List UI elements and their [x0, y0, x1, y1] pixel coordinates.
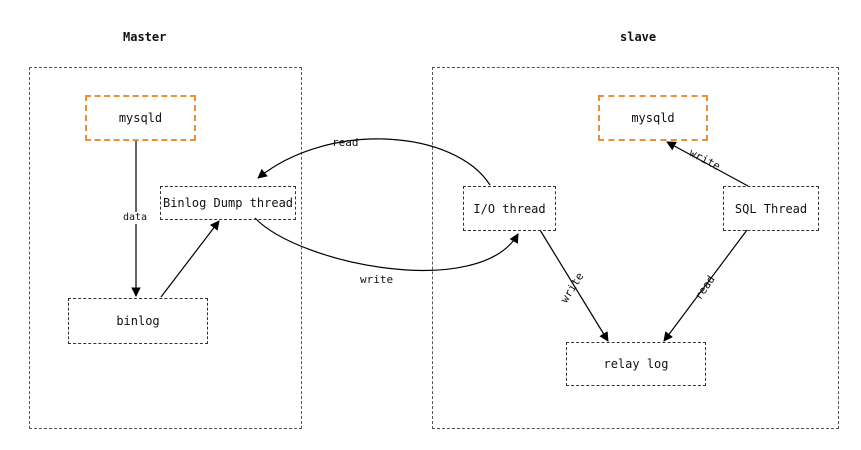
binlog-node: binlog: [68, 298, 208, 344]
edge-write-mysqld: [666, 141, 749, 187]
edge-read-relay: [663, 229, 748, 342]
slave-group: [432, 67, 839, 429]
slave-title: slave: [620, 30, 657, 44]
edge-label-write-io: write: [360, 273, 394, 286]
master-title: Master: [123, 30, 167, 44]
relay-log-node: relay log: [566, 342, 706, 386]
edge-label-data: data: [123, 212, 148, 224]
edge-write-relay: [539, 229, 609, 342]
master-group: [29, 67, 302, 429]
edge-binlog-to-dump: [160, 220, 220, 298]
master-mysqld-node: mysqld: [85, 95, 196, 141]
binlog-dump-thread-node: Binlog Dump thread: [160, 186, 296, 220]
edge-write-io: [254, 217, 519, 271]
io-thread-node: I/O thread: [463, 186, 556, 231]
edge-label-read-dump: read: [332, 136, 359, 149]
slave-mysqld-node: mysqld: [598, 95, 708, 141]
sql-thread-node: SQL Thread: [723, 186, 819, 231]
edge-read-dump: [257, 138, 491, 186]
